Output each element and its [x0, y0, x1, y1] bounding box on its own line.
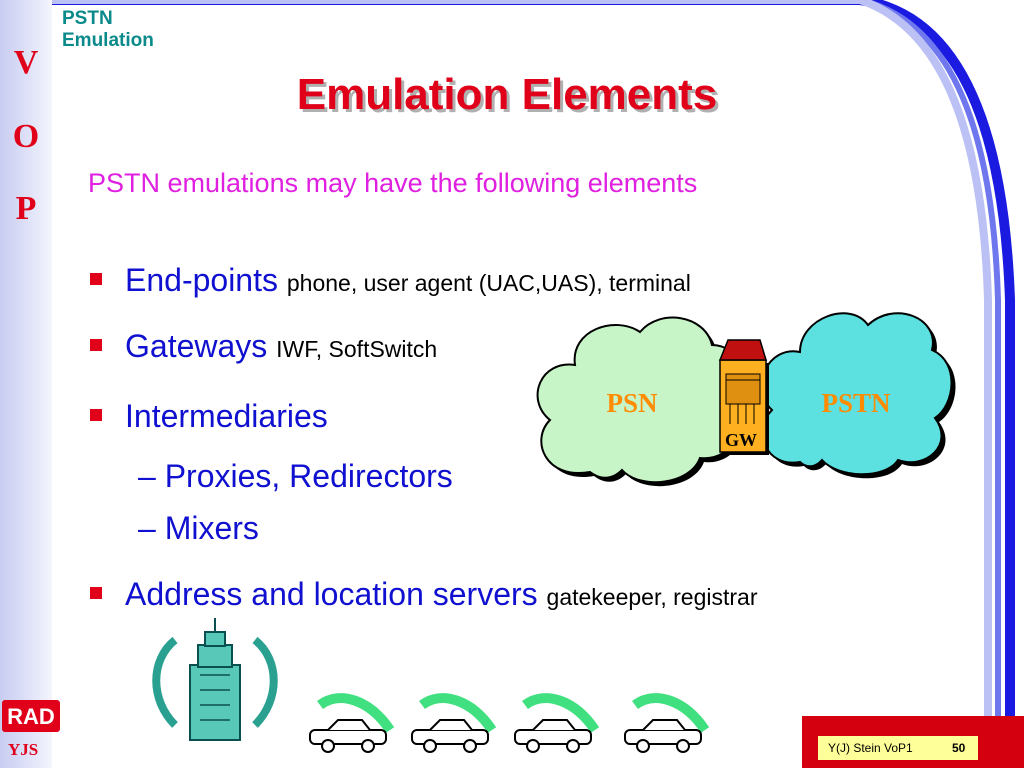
sidebar-letter-o: O — [12, 118, 40, 155]
bullet-square-icon — [90, 338, 102, 351]
bullet-detail: gatekeeper, registrar — [546, 584, 758, 610]
section-line-1: PSTN — [62, 8, 113, 29]
subitem-mixers: – Mixers — [138, 510, 259, 546]
bullet-main: Gateways — [125, 328, 268, 364]
bullet-square-icon — [90, 408, 102, 421]
taxi-car-icon — [309, 693, 395, 753]
bullet-intermediaries: Intermediaries — [90, 398, 328, 435]
bullet-gateways: Gateways IWF, SoftSwitch — [90, 328, 437, 365]
section-label: PSTN Emulation — [62, 8, 154, 52]
rad-logo: RAD — [2, 700, 60, 732]
bullet-square-icon — [90, 272, 102, 285]
bullet-detail: phone, user agent (UAC,UAS), terminal — [286, 270, 691, 296]
bullet-main: Address and location servers — [125, 576, 538, 612]
skyscraper-icon — [152, 618, 278, 741]
psn-label: PSN — [606, 388, 658, 418]
sidebar-letter-p: P — [15, 190, 37, 227]
intro-text: PSTN emulations may have the following e… — [88, 168, 698, 198]
footer-credit: Y(J) Stein VoP1 — [828, 741, 913, 755]
sidebar: V O P — [0, 0, 52, 768]
page-number: 50 — [952, 741, 966, 755]
pstn-cloud-icon — [760, 312, 956, 479]
slide-title: Emulation Elements — [296, 70, 718, 119]
pstn-label: PSTN — [821, 388, 891, 418]
bullet-address-servers: Address and location servers gatekeeper,… — [90, 576, 758, 613]
taxi-car-icon — [411, 693, 497, 753]
section-line-2: Emulation — [62, 30, 154, 51]
gateway-building-icon — [718, 339, 769, 455]
author-initials: YJS — [8, 740, 39, 759]
footer-credit-box: Y(J) Stein VoP1 50 — [818, 736, 978, 760]
taxi-car-icon — [624, 693, 710, 753]
taxi-car-icon — [514, 693, 600, 753]
bullet-main: End-points — [125, 262, 278, 298]
slide-title-wrap: Emulation Elements — [0, 70, 1024, 120]
bullet-detail: IWF, SoftSwitch — [276, 336, 438, 362]
bullet-endpoints: End-points phone, user agent (UAC,UAS), … — [90, 262, 691, 299]
bullet-main: Intermediaries — [125, 398, 328, 434]
sidebar-letter-v: V — [13, 44, 39, 81]
psn-cloud-icon — [536, 316, 744, 487]
bullet-square-icon — [90, 586, 102, 599]
subitem-proxies: – Proxies, Redirectors — [138, 458, 453, 494]
gateway-label: GW — [725, 430, 757, 450]
rad-logo-text: RAD — [7, 704, 55, 729]
